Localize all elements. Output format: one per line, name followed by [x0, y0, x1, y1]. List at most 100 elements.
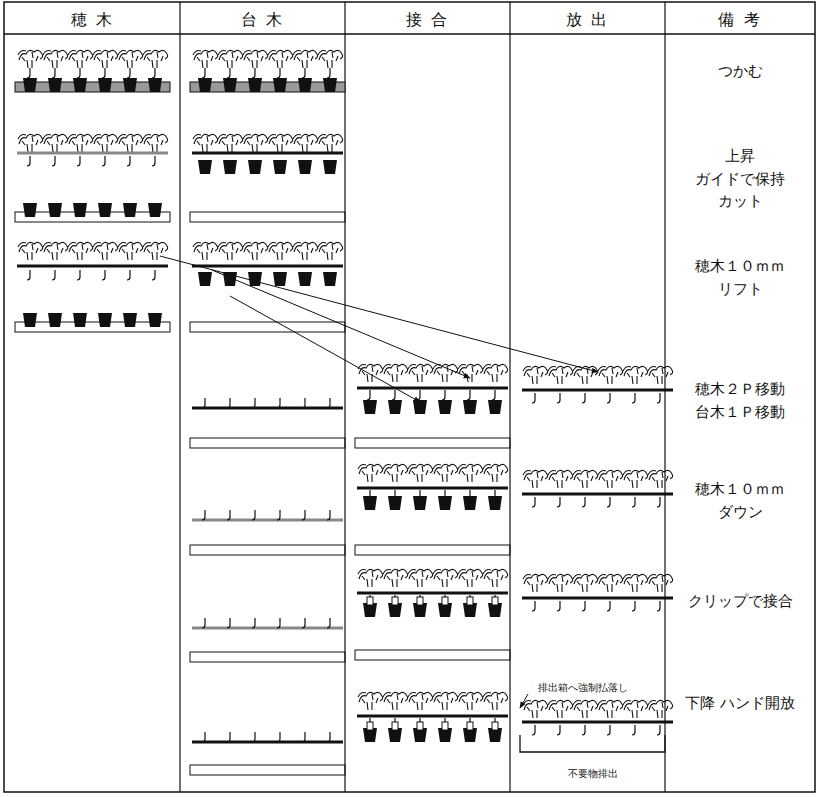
cut-stem	[277, 618, 280, 628]
cut-stem	[102, 68, 105, 78]
table-cell: つかむ	[684, 60, 796, 83]
seedling	[383, 364, 408, 382]
seedling	[193, 134, 218, 152]
holding-bar	[522, 389, 673, 392]
table-cell: 排出箱へ強制払落し	[528, 682, 638, 694]
pot	[48, 313, 62, 327]
pot	[463, 496, 477, 510]
cut-stem	[327, 732, 330, 742]
holding-bar	[192, 519, 343, 522]
holding-bar	[192, 627, 343, 630]
seedling	[458, 692, 483, 710]
clip	[442, 597, 448, 605]
seedling	[458, 364, 483, 382]
cut-stem	[202, 398, 205, 408]
holding-bar	[17, 152, 168, 155]
pot	[298, 272, 312, 286]
holding-bar	[192, 407, 343, 410]
seedling	[623, 574, 648, 592]
cut-stem	[227, 68, 230, 78]
pot	[73, 78, 87, 92]
seedling	[118, 134, 143, 152]
pot	[438, 496, 452, 510]
column-header: 台 木	[180, 8, 345, 32]
cut-stem	[442, 390, 445, 400]
seedling	[68, 242, 93, 260]
discharge-leader	[520, 694, 528, 708]
cut-stem	[152, 156, 155, 166]
pot	[488, 496, 502, 510]
pot	[73, 203, 87, 217]
pot	[273, 272, 287, 286]
pot	[148, 313, 162, 327]
tray	[190, 765, 345, 775]
cut-stem	[582, 601, 585, 611]
table-cell: 穂木１０ｍｍ ダウン	[684, 478, 796, 523]
pot	[123, 203, 137, 217]
holding-bar	[192, 152, 343, 155]
seedling	[93, 50, 118, 68]
seedling	[18, 134, 43, 152]
cut-stem	[202, 618, 205, 628]
tray	[190, 212, 345, 222]
pot	[98, 313, 112, 327]
cut-stem	[532, 393, 535, 403]
seedling	[93, 134, 118, 152]
cut-stem	[632, 497, 635, 507]
pot	[248, 272, 262, 286]
clip	[442, 722, 448, 730]
pot	[463, 400, 477, 414]
pot	[298, 160, 312, 174]
pot	[323, 160, 337, 174]
seedling	[598, 700, 623, 718]
seedling	[433, 464, 458, 482]
cut-stem	[302, 732, 305, 742]
tray	[15, 82, 170, 92]
seedling	[293, 242, 318, 260]
pot	[23, 313, 37, 327]
cut-stem	[252, 618, 255, 628]
cut-stem	[202, 732, 205, 742]
transfer-arrow	[212, 270, 470, 378]
cut-stem	[532, 497, 535, 507]
seedling	[598, 366, 623, 384]
clip	[492, 722, 498, 730]
cut-stem	[632, 393, 635, 403]
cut-stem	[102, 156, 105, 166]
seedling	[68, 50, 93, 68]
seedling	[548, 470, 573, 488]
table-rule	[4, 33, 815, 35]
seedling	[523, 366, 548, 384]
table-border	[4, 2, 815, 792]
cut-stem	[557, 393, 560, 403]
seedling	[18, 50, 43, 68]
pot	[248, 78, 262, 92]
table-rule	[509, 2, 510, 792]
pot	[388, 496, 402, 510]
pot	[98, 78, 112, 92]
cut-stem	[52, 156, 55, 166]
table-cell: クリップで接合	[684, 590, 796, 613]
cut-stem	[27, 270, 30, 280]
discharge-box	[520, 735, 665, 752]
pot	[48, 203, 62, 217]
table-rule	[664, 2, 665, 792]
seedling	[548, 700, 573, 718]
seedling	[358, 464, 383, 482]
cut-stem	[557, 601, 560, 611]
seedling	[523, 470, 548, 488]
clip	[417, 597, 423, 605]
pot	[488, 400, 502, 414]
pot	[198, 160, 212, 174]
seedling	[18, 242, 43, 260]
seedling	[623, 470, 648, 488]
cut-stem	[202, 510, 205, 520]
pot	[298, 78, 312, 92]
tray	[355, 650, 510, 660]
seedling	[483, 464, 508, 482]
seedling	[358, 569, 383, 587]
cut-stem	[607, 725, 610, 735]
clip	[467, 722, 473, 730]
cut-stem	[632, 725, 635, 735]
cut-stem	[582, 497, 585, 507]
